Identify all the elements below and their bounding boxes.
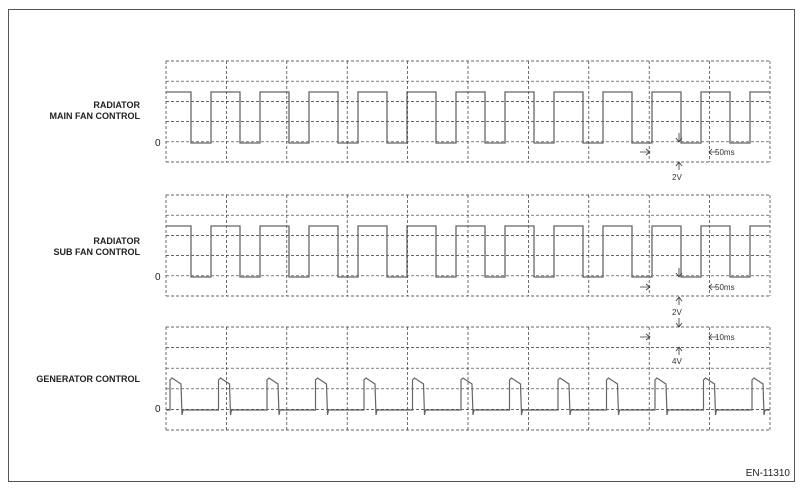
channel-label-main-fan: RADIATOR MAIN FAN CONTROL [49, 100, 141, 121]
time-scale-marker-sub-fan: 50ms [640, 283, 735, 292]
time-scale-marker-generator: 10ms [640, 333, 735, 342]
volt-div-sub-fan: 2V [672, 308, 682, 317]
volt-div-main-fan: 2V [672, 173, 682, 182]
volt-scale-marker-main-fan: 2V [672, 133, 682, 182]
trace-sub-fan [166, 225, 770, 278]
time-div-sub-fan: 50ms [715, 283, 735, 292]
volt-scale-marker-sub-fan: 2V [672, 268, 682, 317]
grid-generator [165, 326, 771, 431]
grid-main-fan [165, 60, 771, 163]
trace-generator [166, 377, 770, 416]
figure-id: EN-11310 [745, 468, 790, 479]
channel-label-sub-fan: RADIATOR SUB FAN CONTROL [53, 236, 141, 257]
time-div-main-fan: 50ms [715, 148, 735, 157]
square-wave [166, 225, 770, 278]
diagram-frame [8, 9, 795, 482]
zero-marker-generator: 0 [155, 404, 161, 415]
trace-main-fan [166, 91, 770, 144]
square-wave [166, 91, 770, 144]
channel-label-generator: GENERATOR CONTROL [36, 374, 140, 384]
zero-marker-main-fan: 0 [155, 138, 161, 149]
time-div-generator: 10ms [715, 333, 735, 342]
zero-marker-sub-fan: 0 [155, 272, 161, 283]
time-scale-marker-main-fan: 50ms [640, 148, 735, 157]
pulse-wave [166, 377, 770, 416]
grid-sub-fan [165, 194, 771, 297]
volt-scale-marker-generator: 4V [672, 318, 682, 366]
volt-div-generator: 4V [672, 357, 682, 366]
